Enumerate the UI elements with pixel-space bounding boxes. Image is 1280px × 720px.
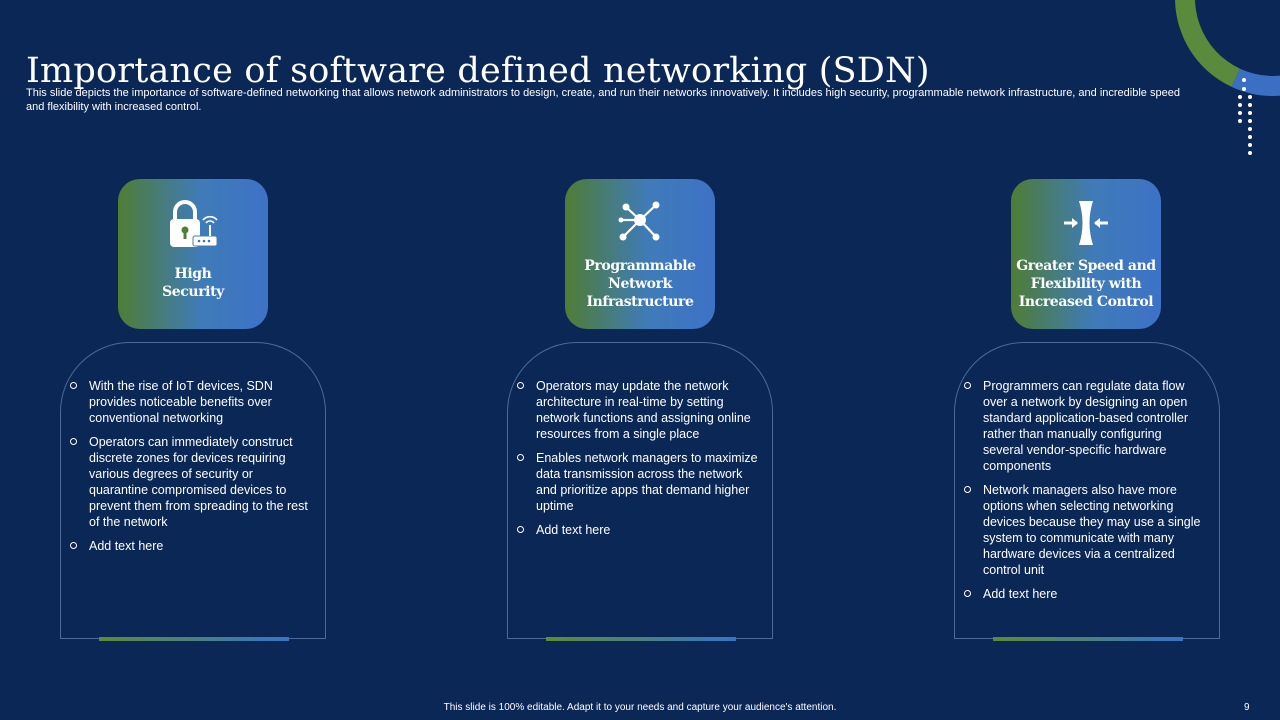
feature-card-programmable: Programmable Network Infrastructure <box>565 179 715 329</box>
feature-card-speed: Greater Speed and Flexibility with Incre… <box>1011 179 1161 329</box>
bullet-marker <box>517 454 524 461</box>
bullet-marker <box>70 382 77 389</box>
network-hub-icon <box>618 201 660 241</box>
lock-router-icon <box>170 200 218 247</box>
list-item: Operators may update the network archite… <box>517 378 758 442</box>
list-item: Add text here <box>964 586 1205 602</box>
accent-bar <box>99 637 289 641</box>
page-title: Importance of software defined networkin… <box>26 51 930 92</box>
card-title: Programmable Network Infrastructure <box>584 258 696 310</box>
compress-arrows-icon <box>1064 201 1108 245</box>
accent-bar <box>546 637 736 641</box>
page-number: 9 <box>1244 702 1250 713</box>
list-item: Network managers also have more options … <box>964 482 1205 578</box>
bullet-marker <box>964 382 971 389</box>
feature-panel-security: With the rise of IoT devices, SDN provid… <box>60 342 326 641</box>
bullet-marker <box>964 590 971 597</box>
decorative-dots <box>1238 78 1262 158</box>
list-item: Enables network managers to maximize dat… <box>517 450 758 514</box>
list-item: With the rise of IoT devices, SDN provid… <box>70 378 311 426</box>
feature-card-security: High Security <box>118 179 268 329</box>
card-title: High Security <box>162 266 224 300</box>
page-subtitle: This slide depicts the importance of sof… <box>26 87 1180 113</box>
bullet-marker <box>70 438 77 445</box>
footer-note: This slide is 100% editable. Adapt it to… <box>443 702 837 713</box>
bullet-marker <box>964 486 971 493</box>
card-title: Greater Speed and Flexibility with Incre… <box>1016 258 1156 310</box>
list-item: Add text here <box>517 522 758 538</box>
feature-panel-programmable: Operators may update the network archite… <box>507 342 773 641</box>
feature-panel-speed: Programmers can regulate data flow over … <box>954 342 1220 641</box>
accent-bar <box>993 637 1183 641</box>
list-item: Add text here <box>70 538 311 554</box>
list-item: Programmers can regulate data flow over … <box>964 378 1205 474</box>
list-item: Operators can immediately construct disc… <box>70 434 311 530</box>
bullet-marker <box>70 542 77 549</box>
bullet-marker <box>517 382 524 389</box>
bullet-marker <box>517 526 524 533</box>
